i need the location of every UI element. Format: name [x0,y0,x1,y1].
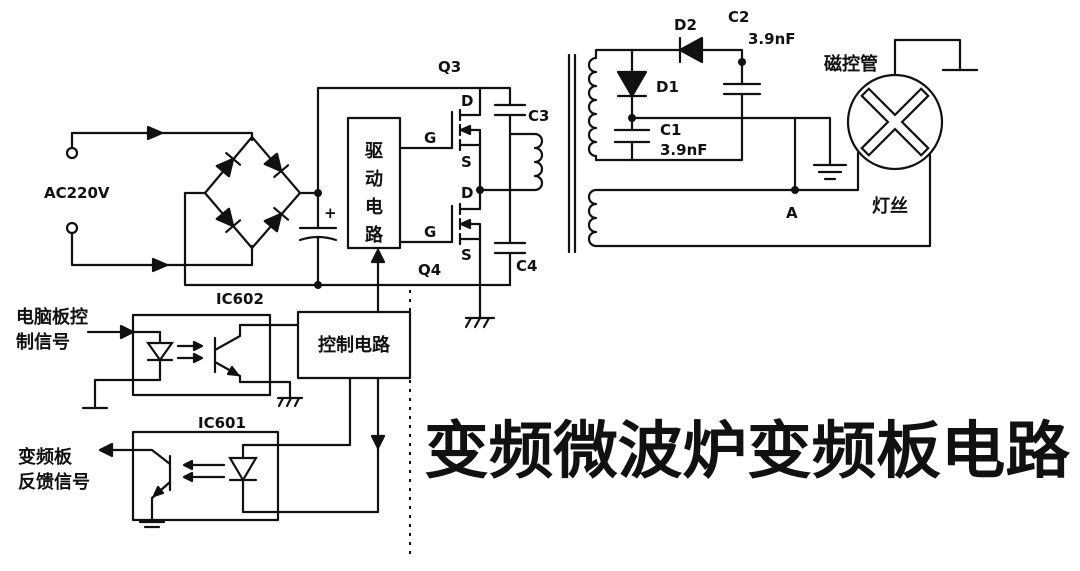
ground-symbol [464,316,496,329]
ac-input: AC220V [44,125,254,273]
ic602-signal-line: 制信号 [16,331,70,353]
ic601-led [228,456,258,483]
q4-body-arrow [459,218,472,230]
ic601-box [131,430,280,522]
d1-label: D1 [656,78,679,96]
bridge-diode-3 [215,207,242,234]
positive-rail [298,86,512,195]
transformer-core [567,53,577,254]
ground-symbol [138,520,166,529]
q4-drain-label: D [461,184,473,202]
capacitor-c1: C1 3.9nF [613,114,708,162]
ac-arrow-bottom [151,257,169,273]
ground-symbol [812,163,848,181]
d2-label: D2 [674,16,697,34]
driver-circuit: 驱 动 电 路 [346,116,402,250]
q4-source-label: S [461,246,472,264]
filter-cap-polarity: + [324,204,337,222]
driver-label-char: 动 [365,169,383,190]
junction-dot [738,58,746,66]
control-circuit: 控制电路 [241,248,412,555]
diagram-title: 变频微波炉变频板电路 [424,414,1071,487]
mosfet-q4: D G S Q4 [398,184,496,329]
filament-label: 灯丝 [872,195,908,217]
c4-label: C4 [516,257,537,275]
ic602-input-arrow [119,324,135,340]
filament-coil [587,153,932,248]
q3-drain-label: D [461,92,473,110]
c2-value: 3.9nF [748,30,796,48]
hv-secondary: D1 D2 C1 3.9nF C2 3.9nF [587,8,848,192]
node-a-label: A [786,204,798,222]
ic602-label: IC602 [216,290,264,308]
ic602-signal-line: 电脑板控 [16,306,88,328]
driver-label-char: 路 [365,224,384,246]
ic602-led [145,341,175,362]
magnetron-label: 磁控管 [824,53,878,75]
q3-gate-label: G [424,129,436,147]
q4-label: Q4 [418,261,441,279]
ic602-box [131,313,272,397]
diode-d1: D1 [616,48,679,132]
c2-label: C2 [728,8,749,26]
hv-winding [587,48,744,162]
resonant-network: C3 C4 [478,103,549,287]
bridge-diode-2 [263,152,290,179]
optocoupler-ic601: IC601 变频板 反馈信号 [18,414,280,529]
magnetron-cross [860,87,930,157]
ground-symbol [276,396,304,408]
bridge-diode-4 [263,206,290,233]
magnetron: 磁控管 灯丝 [824,38,979,217]
ac-input-label: AC220V [44,184,110,202]
q3-source-label: S [461,153,472,171]
c1-value: 3.9nF [660,141,708,159]
ic601-signal-line: 变频板 [18,446,73,468]
ac-line-bottom [70,231,254,267]
driver-box [346,116,402,250]
driver-label-char: 驱 [365,141,383,162]
ic601-label: IC601 [198,414,246,432]
q3-label: Q3 [438,58,461,76]
ac-arrow-top [146,125,164,141]
capacitor-c2: C2 3.9nF [722,8,796,96]
ic601-signal-line: 反馈信号 [18,471,90,493]
hv-ground-wire [630,116,832,167]
q4-gate-label: G [424,223,436,241]
q3-body-arrow [459,124,472,136]
ic601-emitter-arrow [152,485,165,498]
primary-coil [478,132,544,192]
ac-line-top [70,131,254,150]
node-a-dot [791,186,799,194]
bridge-diamond [203,135,302,250]
ic602-emitter-arrow [226,365,240,377]
ac-terminal-top [65,146,79,160]
c1-label: C1 [660,121,681,139]
bridge-diode-1 [215,151,242,178]
diode-d2: D2 [630,16,746,86]
driver-label-char: 电 [365,196,383,218]
optocoupler-ic602: IC602 电脑板控 制信号 [16,290,304,410]
ic601-output-arrow [98,442,114,458]
bridge-rectifier [183,86,512,289]
filter-capacitor: + [298,191,338,287]
mosfet-q3: Q3 D G S [398,58,482,192]
ac-terminal-bottom [65,221,79,235]
c3-label: C3 [528,107,549,125]
negative-rail [183,191,512,287]
filament-winding: A [587,151,932,248]
feedback-arrow [370,434,386,450]
control-label: 控制电路 [318,334,391,356]
drive-signal-arrow [370,248,386,264]
